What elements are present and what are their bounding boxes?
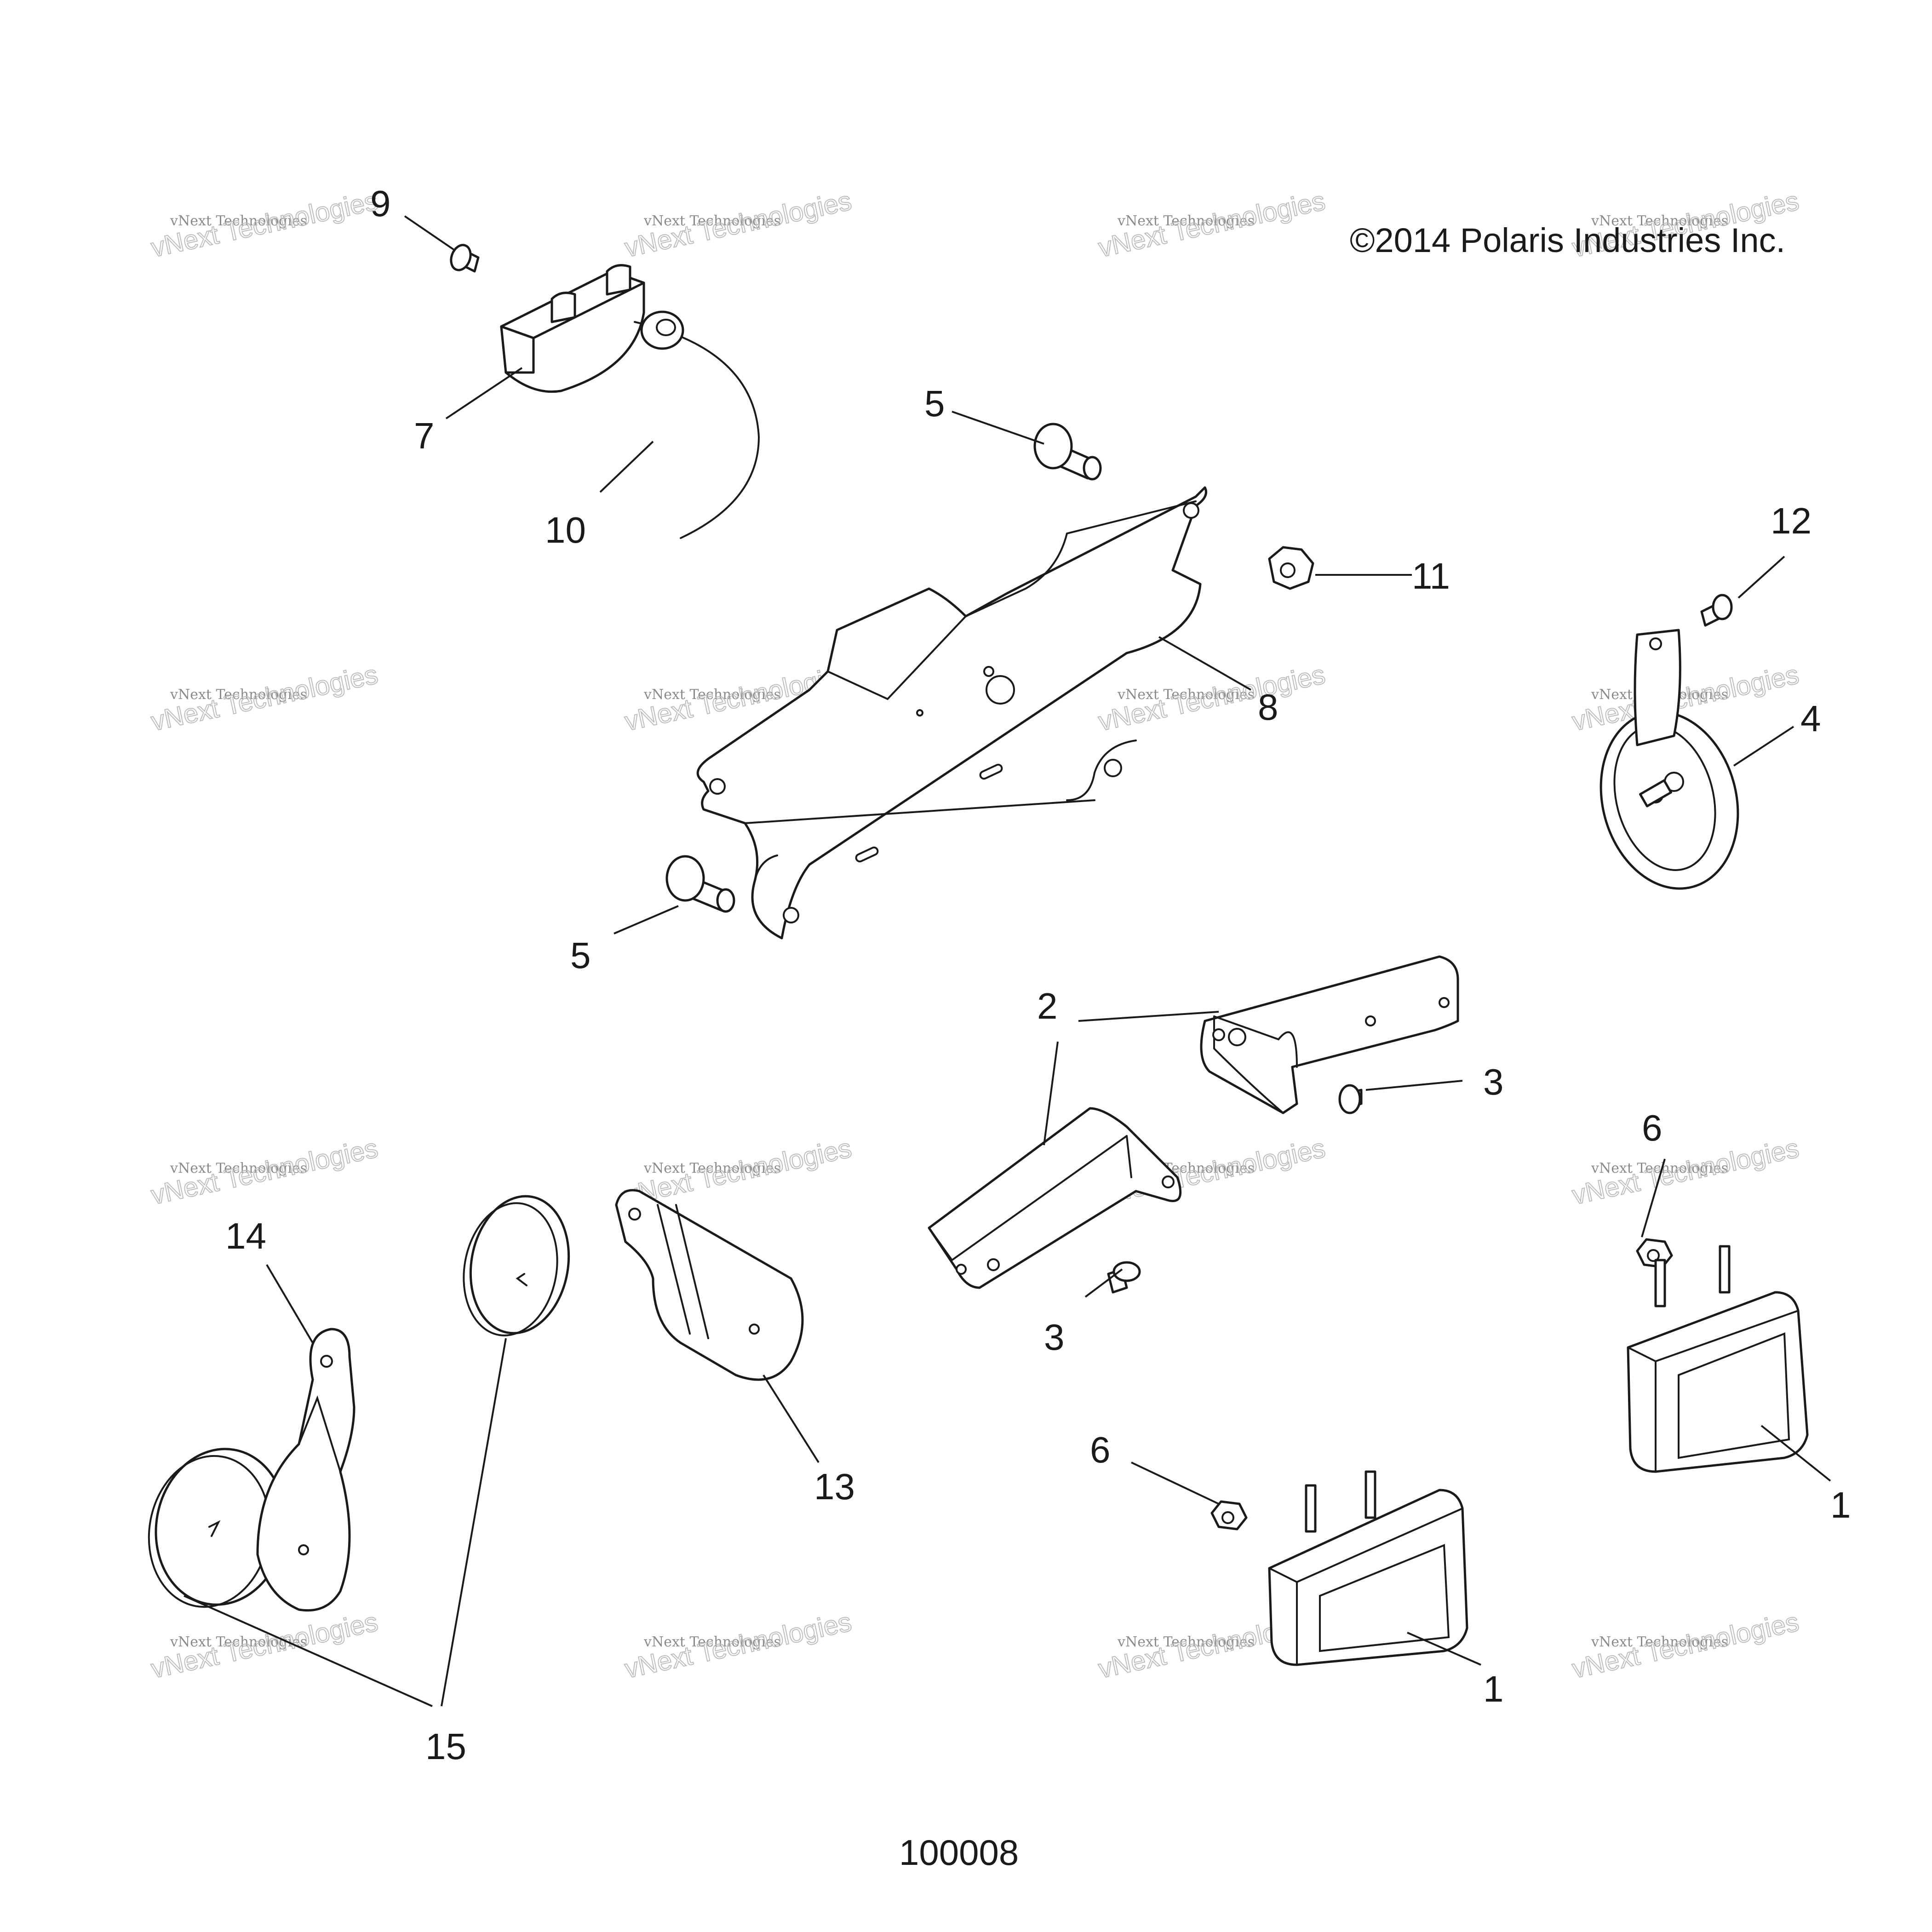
watermark: vNext Technologies vNext Technologies — [148, 1606, 381, 1685]
reflector-bracket-left — [256, 1328, 355, 1612]
svg-text:vNext Technologies: vNext Technologies — [643, 1634, 781, 1650]
watermark: vNext Technologies vNext Technologies — [148, 1133, 381, 1211]
callout-9: 9 — [370, 183, 391, 224]
callout-3: 3 — [1483, 1061, 1504, 1102]
light-bracket-upper — [1200, 955, 1459, 1114]
tail-light-left — [1268, 1470, 1468, 1666]
tail-light-right — [1627, 1245, 1809, 1473]
screw-3-lower — [1107, 1261, 1141, 1294]
svg-text:vNext Technologies: vNext Technologies — [1591, 1634, 1728, 1650]
callout-2: 2 — [1037, 986, 1058, 1026]
reflector-left — [148, 1448, 287, 1608]
svg-text:vNext Technologies: vNext Technologies — [643, 213, 781, 229]
callout-4: 4 — [1800, 698, 1821, 739]
grommet-10 — [640, 310, 684, 350]
license-plate-bracket — [696, 486, 1207, 940]
svg-text:vNext Technologies: vNext Technologies — [170, 1160, 307, 1176]
screw-9 — [450, 244, 480, 273]
callout-6: 6 — [1090, 1429, 1111, 1470]
bolt-5-upper — [1033, 423, 1102, 481]
svg-text:vNext Technologies: vNext Technologies — [643, 687, 781, 703]
svg-text:vNext Technologies: vNext Technologies — [170, 213, 307, 229]
watermark: vNext Technologies vNext Technologies — [1569, 1133, 1802, 1211]
leader-lines — [183, 215, 1831, 1707]
callout-15: 15 — [425, 1726, 466, 1767]
watermark: vNext Technologies vNext Technologies — [622, 1133, 854, 1211]
watermark: vNext Technologies vNext Technologies — [148, 659, 381, 737]
callout-12: 12 — [1771, 500, 1812, 541]
light-bracket-lower — [928, 1107, 1182, 1289]
callout-11: 11 — [1412, 556, 1450, 596]
svg-text:vNext Technologies: vNext Technologies — [1591, 213, 1728, 229]
callout-6: 6 — [1642, 1107, 1663, 1148]
callout-13: 13 — [814, 1466, 855, 1507]
callout-5: 5 — [570, 935, 591, 976]
reflector-center — [463, 1195, 570, 1336]
callout-1: 1 — [1830, 1485, 1851, 1525]
nut-6-left — [1210, 1500, 1248, 1531]
watermark: vNext Technologies vNext Technologies — [1569, 1606, 1802, 1685]
svg-text:vNext Technologies: vNext Technologies — [1117, 687, 1255, 703]
copyright-text: ©2014 Polaris Industries Inc. — [1350, 221, 1785, 259]
watermark: vNext Technologies vNext Technologies — [1095, 659, 1328, 737]
callout-7: 7 — [414, 415, 435, 456]
bolt-5-lower — [665, 855, 735, 913]
callout-5: 5 — [924, 383, 945, 424]
callout-10: 10 — [545, 510, 586, 550]
license-plate-light — [500, 264, 760, 539]
watermark-layer: vNext Technologies vNext Technologies vN… — [148, 185, 1802, 1685]
svg-text:vNext Technologies: vNext Technologies — [1117, 1634, 1255, 1650]
svg-text:vNext Technologies: vNext Technologies — [643, 1160, 781, 1176]
callout-1: 1 — [1483, 1668, 1504, 1709]
watermark: vNext Technologies vNext Technologies — [622, 1606, 854, 1685]
reflector-bracket-center — [615, 1189, 804, 1381]
screw-3-right — [1338, 1084, 1363, 1114]
horn — [1599, 629, 1739, 890]
watermark: vNext Technologies vNext Technologies — [1095, 185, 1328, 264]
svg-text:vNext Technologies: vNext Technologies — [170, 1634, 307, 1650]
watermark: vNext Technologies vNext Technologies — [622, 185, 854, 264]
svg-text:vNext Technologies: vNext Technologies — [1117, 213, 1255, 229]
nut-11 — [1268, 546, 1314, 590]
callout-3: 3 — [1044, 1317, 1065, 1358]
callout-labels: 1 1 2 3 3 4 5 5 6 6 7 8 9 10 11 12 13 14… — [225, 183, 1851, 1767]
callout-8: 8 — [1258, 687, 1278, 728]
svg-text:vNext Technologies: vNext Technologies — [170, 687, 307, 703]
callout-14: 14 — [225, 1215, 266, 1256]
watermark: vNext Technologies vNext Technologies — [148, 185, 381, 264]
screw-12 — [1700, 594, 1733, 627]
diagram-number: 100008 — [899, 1832, 1019, 1873]
